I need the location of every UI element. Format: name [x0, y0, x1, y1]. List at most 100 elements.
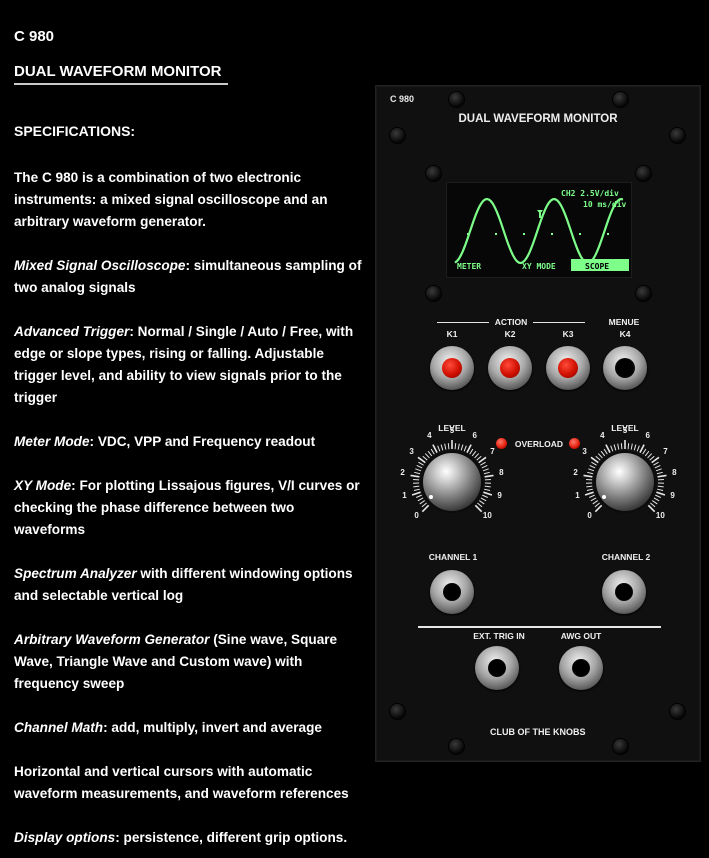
scale-tick — [440, 444, 444, 451]
spec-text: : add, multiply, invert and average — [103, 720, 322, 735]
channel2-input-jack[interactable] — [602, 570, 646, 614]
scale-label: 7 — [490, 446, 495, 456]
k4-menu-button[interactable] — [603, 346, 647, 390]
spec-paragraph: Mixed Signal Oscilloscope: simultaneous … — [14, 255, 364, 299]
k1-button[interactable] — [430, 346, 474, 390]
spec-paragraph: Horizontal and vertical cursors with aut… — [14, 761, 364, 805]
scale-tick — [597, 453, 603, 459]
scale-label: 2 — [573, 468, 578, 478]
scale-tick — [419, 500, 425, 505]
level-label-2: LEVEL — [611, 423, 639, 433]
scale-tick — [417, 456, 426, 464]
k2-button[interactable] — [488, 346, 532, 390]
spec-text: with different windowing options and sel… — [14, 566, 353, 603]
channel1-label: CHANNEL 1 — [428, 552, 478, 562]
brand-logo: CLUB OF THE KNOBS — [490, 727, 586, 737]
scale-label: 6 — [472, 431, 477, 441]
panel-model: C 980 — [390, 94, 415, 104]
title-underline — [14, 83, 228, 85]
scale-label: 1 — [402, 491, 407, 501]
scale-tick — [466, 444, 472, 453]
k1-label: K1 — [446, 329, 458, 339]
scale-label: 6 — [645, 431, 650, 441]
menu-label: MENUE — [608, 317, 640, 327]
scale-label: 9 — [670, 491, 675, 501]
scale-tick — [460, 444, 464, 451]
scale-tick — [477, 502, 483, 508]
scale-tick — [656, 471, 663, 475]
spec-text: The C 980 is a combination of two electr… — [14, 170, 328, 229]
scale-tick — [656, 491, 666, 496]
scale-label: 4 — [600, 431, 605, 441]
oscilloscope-display: CH2 2.5V/div 10 ms/div METER XY MODE SCO… — [446, 182, 632, 278]
scale-tick — [417, 497, 424, 502]
screw-icon — [390, 704, 405, 719]
spec-paragraph: Channel Math: add, multiply, invert and … — [14, 717, 364, 739]
scale-tick — [587, 471, 594, 475]
scale-tick — [592, 500, 598, 505]
scale-tick — [478, 456, 487, 464]
scale-tick — [416, 494, 422, 498]
ext-trig-input-jack[interactable] — [475, 646, 519, 690]
channel1-input-jack[interactable] — [430, 570, 474, 614]
scale-tick — [474, 504, 483, 513]
scale-tick — [481, 464, 488, 469]
awg-output-jack[interactable] — [559, 646, 603, 690]
scale-tick — [589, 464, 596, 469]
scale-label: 3 — [409, 446, 414, 456]
scale-tick — [418, 461, 424, 466]
scale-tick — [600, 450, 606, 457]
knob-scale-ticks — [583, 440, 667, 513]
scale-tick — [410, 474, 420, 478]
channel1-level-knob[interactable] — [423, 453, 481, 511]
scale-tick — [647, 504, 656, 513]
jack-hole-icon — [572, 659, 590, 677]
overload-led-1 — [496, 438, 507, 449]
screw-icon — [426, 166, 441, 181]
specifications-heading: SPECIFICATIONS: — [14, 123, 136, 139]
button-hole-icon — [615, 358, 635, 378]
scale-tick — [430, 448, 435, 455]
softkey-xy-mode: XY MODE — [522, 262, 556, 271]
jack-hole-icon — [615, 583, 633, 601]
scale-label: 0 — [587, 511, 592, 521]
scale-label: 5 — [622, 426, 628, 435]
scale-tick — [584, 491, 594, 496]
scale-tick — [424, 453, 430, 459]
scale-tick — [657, 474, 667, 478]
spec-paragraph: Advanced Trigger: Normal / Single / Auto… — [14, 321, 364, 409]
scale-label: 8 — [499, 468, 504, 478]
spec-lead: Meter Mode — [14, 434, 90, 449]
scale-tick — [483, 491, 493, 496]
knob-indicator-icon — [602, 495, 606, 499]
scale-label: 10 — [482, 511, 492, 521]
spec-lead: Arbitrary Waveform Generator — [14, 632, 210, 647]
scale-tick — [480, 497, 487, 502]
scale-tick — [415, 468, 422, 472]
channel2-level-knob[interactable] — [596, 453, 654, 511]
scale-tick — [432, 444, 438, 453]
scale-tick — [479, 500, 485, 505]
scale-tick — [605, 444, 611, 453]
spec-lead: Channel Math — [14, 720, 104, 735]
scale-tick — [589, 494, 595, 498]
module-panel: C 980 DUAL WAVEFORM MONITOR CH2 2.5V/div… — [375, 85, 701, 762]
scale-tick — [636, 445, 640, 452]
spec-paragraph: Arbitrary Waveform Generator (Sine wave,… — [14, 629, 364, 695]
screen-ch2-scale: CH2 2.5V/div — [561, 188, 619, 198]
scale-tick — [437, 445, 441, 452]
k3-button[interactable] — [546, 346, 590, 390]
screw-icon — [636, 286, 651, 301]
scale-tick — [652, 500, 658, 505]
awg-out-label: AWG OUT — [560, 631, 602, 641]
led-cap-icon — [442, 358, 462, 378]
scale-tick — [427, 450, 433, 457]
level-label-1: LEVEL — [438, 423, 466, 433]
scale-label: 5 — [449, 426, 455, 435]
screw-icon — [613, 739, 628, 754]
scale-tick — [484, 488, 491, 491]
screw-icon — [426, 286, 441, 301]
scale-tick — [590, 497, 597, 502]
